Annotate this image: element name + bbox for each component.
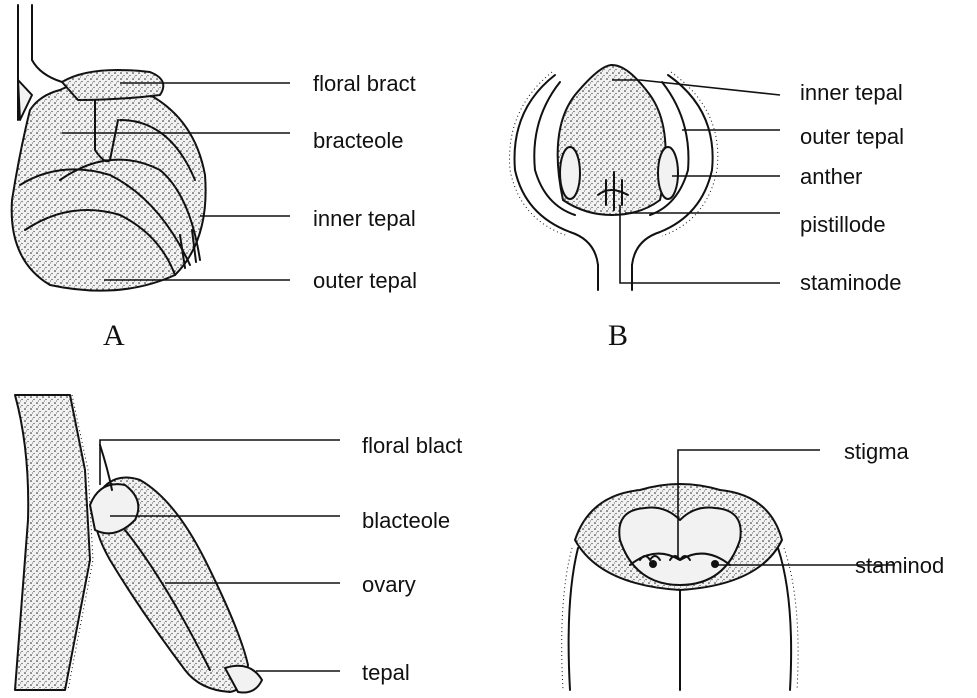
label-b-outer-tepal: outer tepal bbox=[800, 124, 904, 149]
figure-b-flower-section bbox=[510, 65, 718, 290]
label-tepal: tepal bbox=[362, 660, 410, 685]
label-b-inner-tepal: inner tepal bbox=[800, 80, 903, 105]
label-bracteole: bracteole bbox=[313, 128, 404, 153]
label-ovary: ovary bbox=[362, 572, 416, 597]
label-staminod: staminod bbox=[855, 553, 944, 578]
label-blacteole: blacteole bbox=[362, 508, 450, 533]
label-stigma: stigma bbox=[844, 439, 910, 464]
panel-letter-a: A bbox=[103, 319, 125, 352]
panel-letter-b: B bbox=[608, 319, 628, 352]
label-anther: anther bbox=[800, 164, 862, 189]
label-inner-tepal: inner tepal bbox=[313, 206, 416, 231]
figure-a-flower-bud bbox=[12, 5, 206, 291]
label-floral-blact: floral blact bbox=[362, 433, 462, 458]
label-floral-bract: floral bract bbox=[313, 71, 416, 96]
label-staminode: staminode bbox=[800, 270, 902, 295]
figure-d-stigma-detail bbox=[562, 484, 798, 690]
label-pistillode: pistillode bbox=[800, 212, 886, 237]
label-outer-tepal: outer tepal bbox=[313, 268, 417, 293]
